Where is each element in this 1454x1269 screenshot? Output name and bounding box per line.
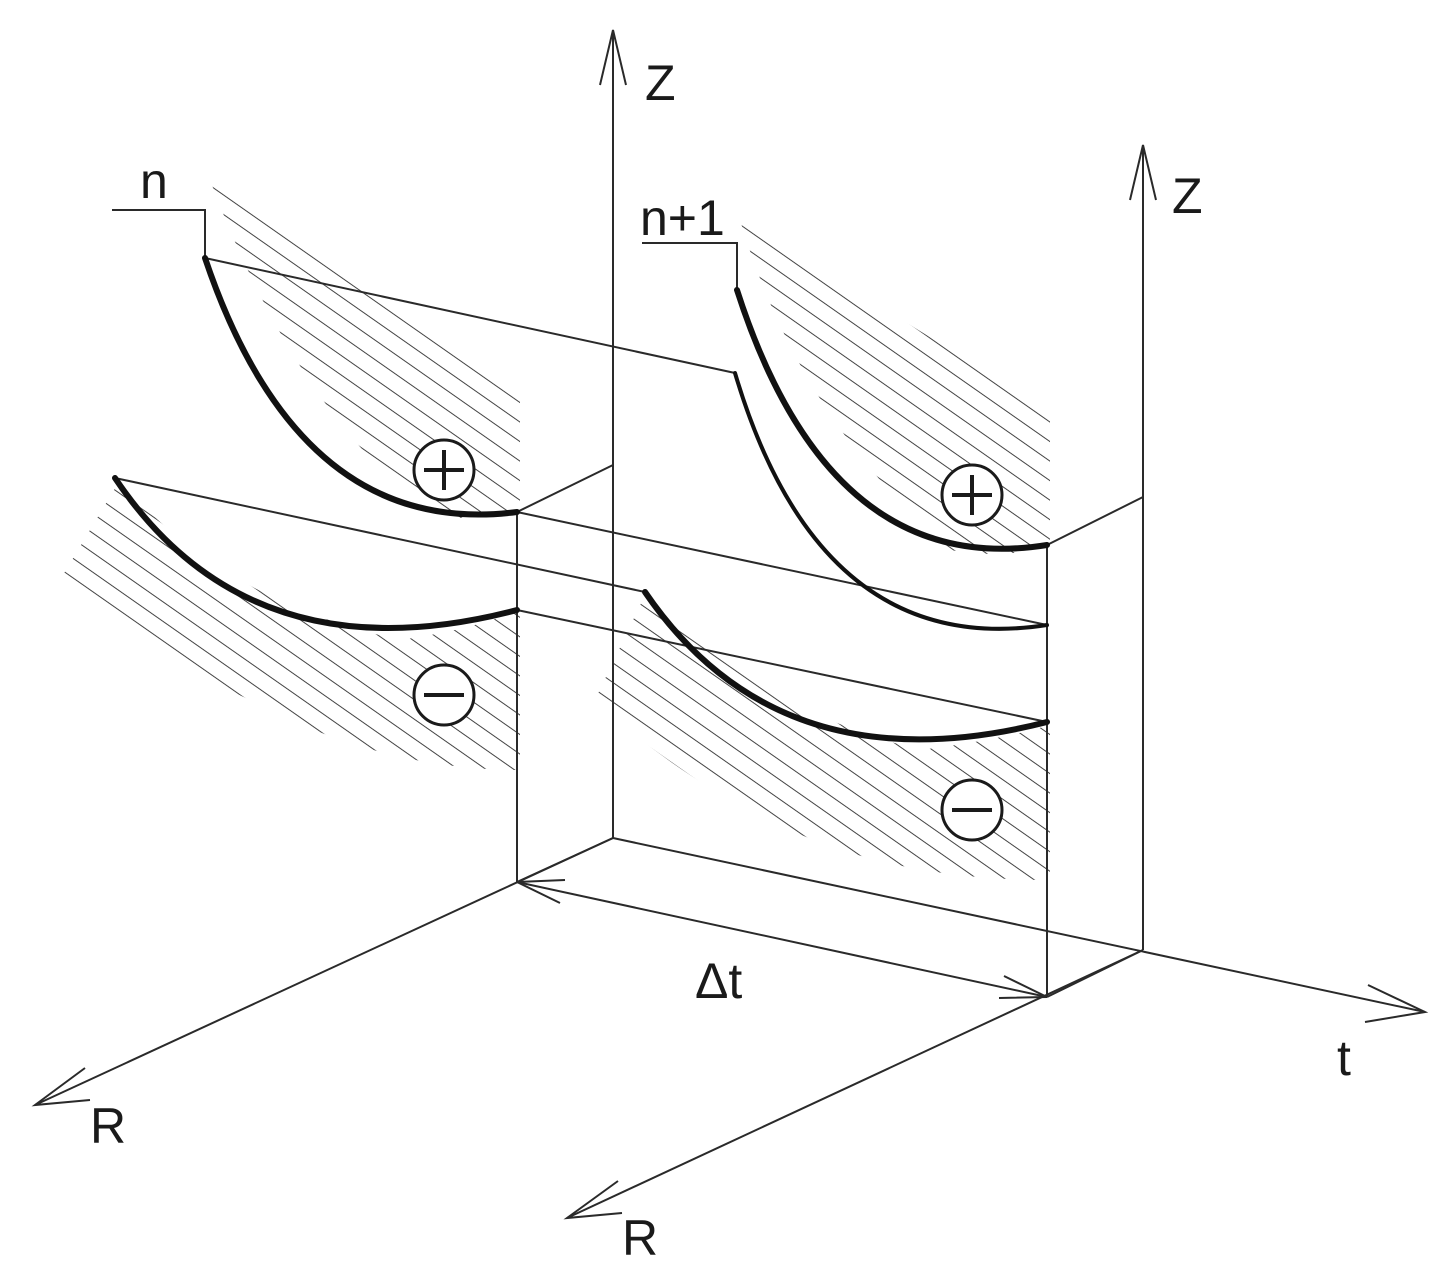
minus-sign-icon (940, 778, 1004, 842)
z-axis-right-arrowhead (1129, 144, 1157, 201)
label-layer-n: n (140, 153, 168, 209)
r-axis-right-arrowhead (563, 1180, 623, 1220)
curve-upper-layer-n (202, 255, 520, 518)
base-link-left (516, 837, 614, 883)
hatch-plus-n (210, 180, 520, 520)
label-axis-t: t (1337, 1030, 1351, 1086)
curve-lower-layer-n (112, 475, 520, 632)
connector-lower-curve-end (516, 609, 1048, 723)
base-link-right (1046, 949, 1144, 998)
leader-n (112, 209, 206, 258)
curve-previous-upper-n1 (733, 371, 1049, 631)
r-axis-left-arrowhead (31, 1067, 91, 1107)
curve-upper-layer-n1 (734, 287, 1050, 552)
label-r-right: R (622, 1210, 658, 1266)
label-r-left: R (90, 1098, 126, 1154)
connector-lower-top (114, 477, 646, 593)
connector-upper-curve-end (516, 511, 1048, 626)
label-z-left: Z (645, 55, 676, 111)
z-axis-left-arrowhead (599, 29, 627, 86)
t-axis-arrowhead (1364, 984, 1429, 1023)
tick-left (516, 464, 614, 513)
label-z-right: Z (1172, 168, 1203, 224)
plus-sign-icon (940, 463, 1004, 527)
connector-top-outer (204, 257, 736, 374)
leader-n1 (642, 242, 738, 290)
curve-lower-layer-n1 (642, 589, 1050, 743)
tick-right (1046, 496, 1144, 546)
r-axis-right (566, 949, 1144, 1219)
plus-sign-icon (412, 438, 476, 502)
label-delta-t: Δt (695, 953, 742, 1009)
hatch-plus-n1 (740, 220, 1050, 554)
label-layer-n1: n+1 (640, 190, 725, 246)
delta-t-dimension-line (516, 881, 1048, 998)
t-axis (612, 837, 1426, 1013)
minus-sign-icon (412, 663, 476, 727)
